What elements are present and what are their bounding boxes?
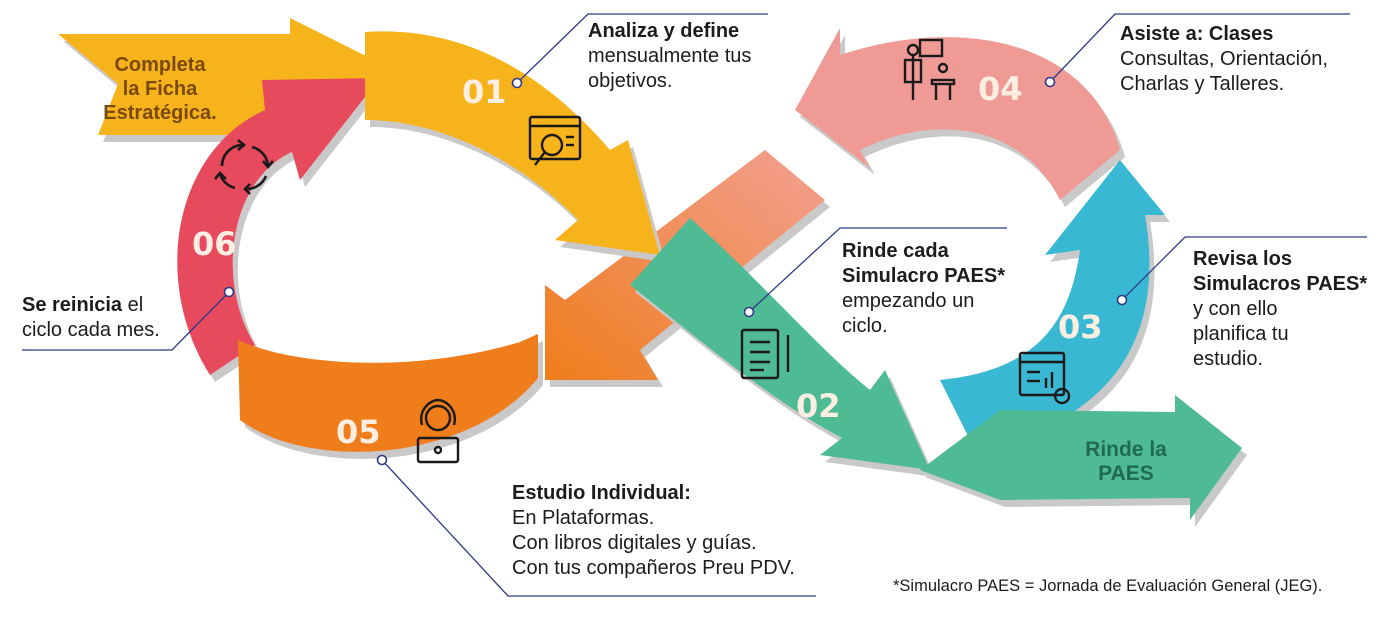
test-form-icon (740, 328, 790, 380)
stage-06-line-1: ciclo cada mes. (22, 319, 160, 341)
stage-05-line-3: Con tus compañeros Preu PDV. (512, 557, 795, 579)
stage-02-title-line-1: Rinde cada (842, 240, 949, 262)
connector-01-dot (511, 77, 523, 89)
stage-02-text: Rinde cada Simulacro PAES* empezando un … (842, 239, 1005, 339)
connector-05-dot (376, 454, 388, 466)
finish-line-2: PAES (1098, 462, 1154, 485)
stage-01-number: 01 (462, 73, 507, 111)
stage-03-title-line-1: Revisa los (1193, 248, 1292, 270)
stage-05-line-1: En Plataformas. (512, 507, 655, 529)
stage-02-line-1: empezando un (842, 290, 975, 312)
stage-04-text: Asiste a: Clases Consultas, Orientación,… (1120, 22, 1328, 97)
stage-06-line-0: Se reinicia el (22, 293, 160, 318)
connector-02-dot (743, 306, 755, 318)
stage-04-line-2: Charlas y Talleres. (1120, 73, 1285, 95)
stage-01-title: Analiza y define (588, 20, 740, 42)
connector-01 (516, 13, 768, 84)
finish-arrow-banner (920, 395, 1242, 520)
connector-03-dot (1116, 294, 1128, 306)
refresh-cycle-icon (214, 139, 274, 195)
stage-06-bold: Se reinicia (22, 294, 123, 316)
website-analysis-icon (528, 115, 582, 166)
connector-05 (381, 459, 816, 597)
stage-04-title: Asiste a: Clases (1120, 23, 1274, 45)
start-line-2: la Ficha (123, 78, 198, 100)
teacher-class-icon (903, 38, 956, 100)
stage-04-arrow (795, 28, 1120, 200)
stage-01-line-1: mensualmente tus (588, 45, 752, 67)
stage-03-title-line-2: Simulacros PAES* (1193, 273, 1368, 295)
stage-06-rest: el (122, 294, 144, 316)
planning-chart-icon (1018, 351, 1071, 405)
stage-03-text: Revisa los Simulacros PAES* y con ello p… (1193, 247, 1367, 372)
connector-04-dot (1044, 76, 1056, 88)
stage-05-arrow (238, 334, 538, 452)
stage-04-line-1: Consultas, Orientación, (1120, 48, 1328, 70)
stage-02-title-line-2: Simulacro PAES* (842, 265, 1006, 287)
start-line-1: Completa (114, 54, 206, 76)
finish-line-1: Rinde la (1085, 438, 1167, 461)
stage-06-number: 06 (192, 225, 237, 263)
stage-01-text: Analiza y define mensualmente tus objeti… (588, 19, 751, 94)
footnote: *Simulacro PAES = Jornada de Evaluación … (893, 577, 1323, 595)
connector-03 (1121, 236, 1367, 301)
stage-05-title: Estudio Individual: (512, 482, 691, 504)
stage-03-line-2: planifica tu (1193, 323, 1289, 345)
connector-02 (748, 227, 1007, 313)
stage-02-arrow (630, 218, 930, 470)
stage-02-number: 02 (796, 387, 841, 425)
stage-04-number: 04 (978, 70, 1023, 108)
stage-03-arrow (940, 160, 1165, 450)
connector-06 (22, 291, 230, 351)
student-laptop-icon (416, 398, 460, 464)
connector-04 (1049, 13, 1350, 83)
connector-06-dot (223, 286, 235, 298)
stage-03-number: 03 (1058, 308, 1103, 346)
start-line-3: Estratégica. (103, 102, 216, 124)
stage-03-line-3: estudio. (1193, 348, 1264, 370)
stage-03-line-1: y con ello (1193, 298, 1278, 320)
stage-05-line-2: Con libros digitales y guías. (512, 532, 757, 554)
stage-01-line-2: objetivos. (588, 70, 673, 92)
stage-06-text: Se reinicia el ciclo cada mes. (22, 293, 160, 343)
stage-05-text: Estudio Individual: En Plataformas. Con … (512, 481, 795, 581)
stage-01-arrow (365, 31, 660, 256)
stage-02-line-2: ciclo. (842, 315, 888, 337)
stage-05-number: 05 (336, 413, 381, 451)
